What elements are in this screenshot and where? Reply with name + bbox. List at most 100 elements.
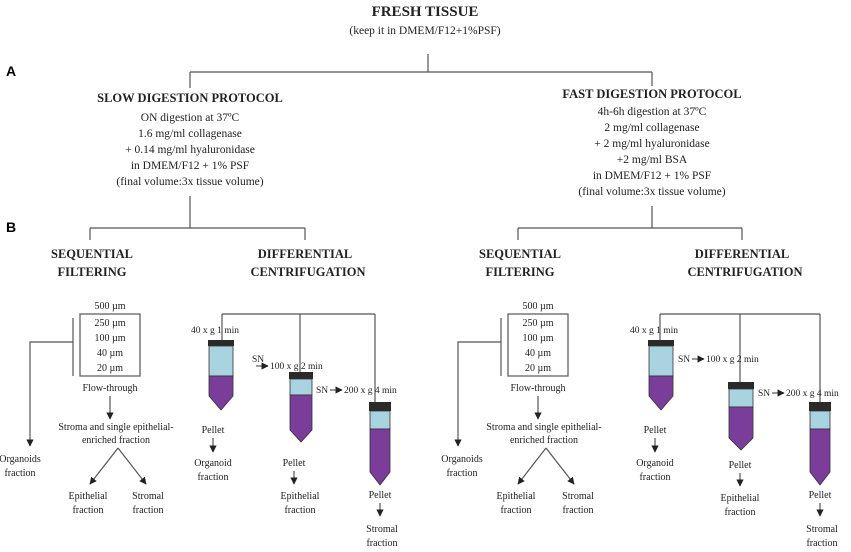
slow-line-4: in DMEM/F12 + 1% PSF (131, 160, 249, 172)
fast-step1-label: 40 x g 1 min (630, 326, 678, 336)
slow-centrifugation-heading-1: DIFFERENTIAL (258, 247, 352, 261)
slow-pellet-3: Pellet (369, 490, 392, 501)
slow-filter-40: 40 µm (97, 348, 123, 359)
fast-stromal-arrow (545, 447, 575, 485)
slow-filtering-heading-1: SEQUENTIAL (51, 247, 133, 261)
slow-step1-label: 40 x g 1 min (191, 326, 239, 336)
fast-pellet-3: Pellet (809, 490, 832, 501)
fast-filtering-heading-1: SEQUENTIAL (479, 247, 561, 261)
slow-organoid-arrow (26, 341, 73, 447)
fast-organoids-label-1: Organoids (441, 454, 483, 465)
fast-line-5: in DMEM/F12 + 1% PSF (593, 170, 711, 182)
slow-stromal-frac-1: Stromal (366, 524, 398, 535)
slow-centrifugation-heading-2: CENTRIFUGATION (250, 265, 365, 279)
fast-line-6: (final volume:3x tissue volume) (578, 186, 725, 198)
fast-filter-250: 250 µm (522, 318, 553, 329)
fast-line-2: 2 mg/ml collagenase (604, 122, 699, 134)
slow-filter-500: 500 µm (94, 301, 125, 312)
slow-stroma-line-2: enriched fraction (82, 435, 150, 446)
fast-tube-2 (728, 382, 754, 451)
fast-filter-20: 20 µm (525, 363, 551, 374)
panel-label-b: B (6, 219, 16, 235)
fast-epithelial-label-2: fraction (500, 505, 531, 516)
fast-stromal-frac-1: Stromal (806, 524, 838, 535)
slow-protocol-block: SLOW DIGESTION PROTOCOL ON digestion at … (97, 91, 283, 188)
slow-line-3: + 0.14 mg/ml hyaluronidase (125, 144, 255, 156)
slow-step3-label: 200 x g 4 min (344, 386, 397, 396)
slow-pellet-2: Pellet (283, 458, 306, 469)
fast-sn-2: SN (758, 389, 770, 399)
slow-line-1: ON digestion at 37ºC (141, 112, 240, 124)
fast-step3-label: 200 x g 4 min (786, 389, 839, 399)
slow-filter-stack: 500 µm 250 µm 100 µm 40 µm 20 µm (72, 301, 141, 377)
slow-epithelial-frac-2: fraction (284, 505, 315, 516)
slow-filtering-heading-2: FILTERING (57, 265, 126, 279)
fast-organoid-label-2: fraction (639, 472, 670, 483)
slow-stromal-label-1: Stromal (132, 491, 164, 502)
fast-epithelial-label-1: Epithelial (497, 491, 536, 502)
slow-epithelial-label-1: Epithelial (69, 491, 108, 502)
fast-tube-1 (648, 340, 674, 411)
fast-centrifugation-heading-2: CENTRIFUGATION (687, 265, 802, 279)
fast-branch-connector (517, 206, 743, 240)
slow-line-2: 1.6 mg/ml collagenase (138, 128, 242, 140)
fast-protocol-block: FAST DIGESTION PROTOCOL 4h-6h digestion … (562, 87, 741, 198)
slow-organoids-label-2: fraction (4, 468, 35, 479)
slow-branch-connector (89, 196, 306, 240)
fast-step2-label: 100 x g 2 min (706, 355, 759, 365)
fast-line-1: 4h-6h digestion at 37ºC (598, 106, 707, 118)
fast-epithelial-frac-1: Epithelial (721, 493, 760, 504)
fast-epithelial-frac-2: fraction (724, 507, 755, 518)
fast-line-4: +2 mg/ml BSA (617, 154, 688, 166)
fast-stromal-label-2: fraction (562, 505, 593, 516)
slow-sn-1: SN (252, 355, 264, 365)
fast-epithelial-arrow (517, 447, 547, 485)
slow-epithelial-arrow (89, 447, 119, 485)
slow-step2-label: 100 x g 2 min (270, 362, 323, 372)
fast-pellet-2: Pellet (729, 460, 752, 471)
slow-line-5: (final volume:3x tissue volume) (116, 176, 263, 188)
main-subtitle: (keep it in DMEM/F12+1%PSF) (349, 25, 500, 37)
top-connector (189, 54, 653, 88)
slow-tube-3 (369, 402, 391, 486)
fast-organoids-label-2: fraction (446, 468, 477, 479)
slow-tube-2 (289, 372, 313, 443)
slow-filter-100: 100 µm (94, 333, 125, 344)
slow-stroma-line-1: Stroma and single epithelial- (58, 422, 173, 433)
fast-line-3: + 2 mg/ml hyaluronidase (594, 138, 709, 150)
fast-protocol-title: FAST DIGESTION PROTOCOL (562, 87, 741, 101)
fast-filter-40: 40 µm (525, 348, 551, 359)
fast-tube-3 (809, 402, 831, 486)
fast-centrifuge-connector (659, 313, 821, 402)
slow-filter-20: 20 µm (97, 363, 123, 374)
main-title: FRESH TISSUE (372, 4, 479, 20)
slow-protocol-title: SLOW DIGESTION PROTOCOL (97, 91, 283, 105)
fast-flow-through: Flow-through (511, 383, 566, 394)
slow-stromal-label-2: fraction (132, 505, 163, 516)
fast-stromal-frac-2: fraction (806, 538, 837, 549)
slow-stromal-frac-2: fraction (366, 538, 397, 549)
fast-filtering-heading-2: FILTERING (485, 265, 554, 279)
slow-flow-through: Flow-through (83, 383, 138, 394)
fast-stromal-label-1: Stromal (562, 491, 594, 502)
fast-pellet-1: Pellet (644, 425, 667, 436)
slow-epithelial-label-2: fraction (72, 505, 103, 516)
fast-organoid-arrow (454, 341, 501, 447)
panel-label-a: A (6, 63, 16, 79)
fast-filter-stack: 500 µm 250 µm 100 µm 40 µm 20 µm (500, 301, 569, 377)
slow-epithelial-frac-1: Epithelial (281, 491, 320, 502)
fast-filter-500: 500 µm (522, 301, 553, 312)
fast-centrifugation-heading-1: DIFFERENTIAL (695, 247, 789, 261)
slow-organoids-label-1: Organoids (0, 454, 41, 465)
fast-filter-100: 100 µm (522, 333, 553, 344)
slow-centrifuge-connector (221, 313, 376, 402)
slow-organoid-label-1: Organoid (194, 458, 232, 469)
slow-pellet-1: Pellet (202, 425, 225, 436)
slow-filter-250: 250 µm (94, 318, 125, 329)
slow-stromal-arrow (117, 447, 147, 485)
fast-sn-1: SN (678, 355, 690, 365)
slow-organoid-label-2: fraction (197, 472, 228, 483)
slow-tube-1 (208, 340, 234, 411)
